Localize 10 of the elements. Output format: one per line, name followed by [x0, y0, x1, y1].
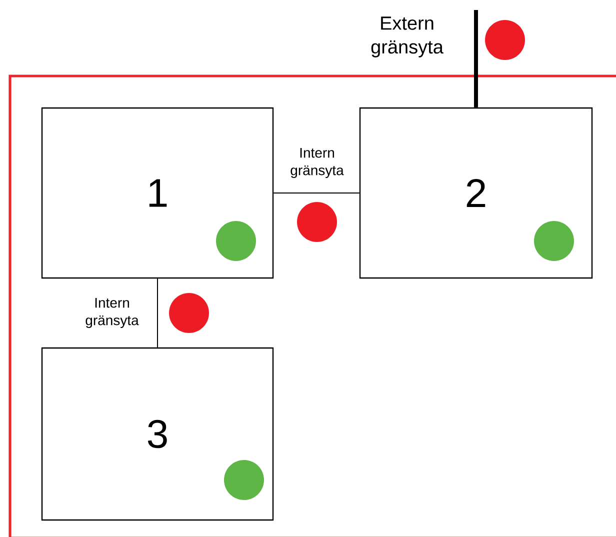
edge-label: Intern gränsyta [76, 296, 148, 329]
edge-label: Intern gränsyta [281, 146, 353, 180]
connector-line [474, 10, 478, 108]
connector-line [157, 278, 158, 348]
system-frame [8, 74, 616, 537]
connector-line [273, 192, 360, 194]
edge-label: Extern gränsyta [358, 16, 456, 58]
component-box: 3 [41, 347, 274, 521]
component-box: 2 [359, 107, 593, 279]
component-box: 1 [41, 107, 274, 279]
